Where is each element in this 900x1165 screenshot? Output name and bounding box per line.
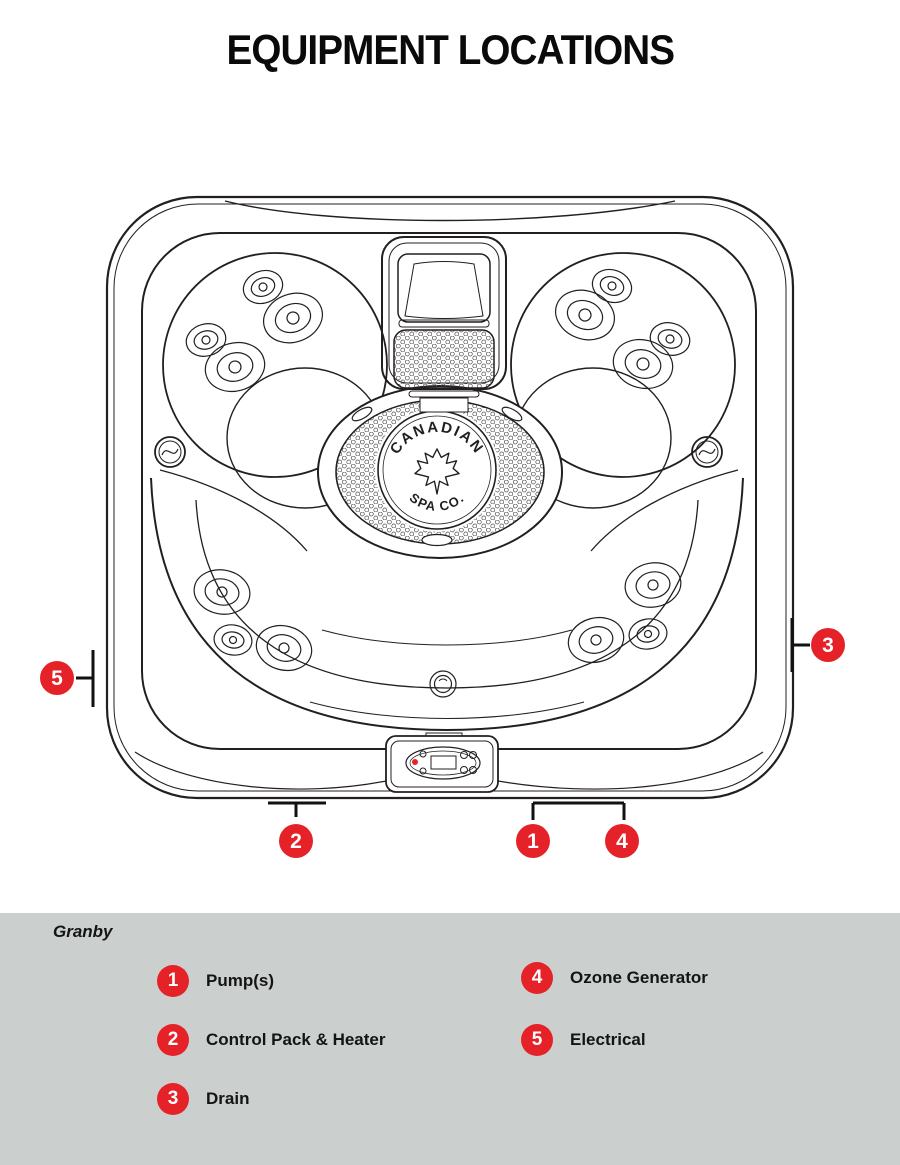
leader-lines: [76, 618, 810, 820]
legend-label-ozone: Ozone Generator: [570, 968, 708, 987]
seat-dividers: [159, 469, 739, 552]
page-title: EQUIPMENT LOCATIONS: [226, 26, 675, 73]
diverter-valve-right-icon: [691, 436, 723, 468]
filter-cover: CANADIAN SPA CO.: [317, 385, 563, 559]
legend-dot-4: 4: [521, 962, 553, 994]
legend-panel: Granby 1 Pump(s) 2 Control Pack & Heater…: [0, 913, 900, 1165]
legend-dot-3: 3: [157, 1083, 189, 1115]
legend-dot-1: 1: [157, 965, 189, 997]
legend-item-ozone: 4 Ozone Generator: [521, 962, 708, 994]
maple-leaf-icon: [414, 448, 460, 495]
legend-item-pumps: 1 Pump(s): [157, 965, 274, 997]
callout-marker-2: 2: [279, 824, 313, 858]
callout-marker-4: 4: [605, 824, 639, 858]
speaker-grille: [393, 329, 495, 389]
hot-tub-top-view: CANADIAN SPA CO.: [76, 195, 810, 820]
equipment-location-diagram: CANADIAN SPA CO.: [40, 195, 845, 858]
callout-marker-5: 5: [40, 661, 74, 695]
bench-outline: [150, 477, 744, 732]
legend-label-electrical: Electrical: [570, 1030, 646, 1049]
power-led: [412, 759, 418, 765]
callout-marker-1: 1: [516, 824, 550, 858]
legend-label-control-pack: Control Pack & Heater: [206, 1030, 386, 1049]
legend-item-electrical: 5 Electrical: [521, 1024, 646, 1056]
jets-right-seat: [555, 268, 691, 390]
diverter-valve-left-icon: [154, 436, 186, 468]
legend-dot-5: 5: [521, 1024, 553, 1056]
page-title-wrap: EQUIPMENT LOCATIONS: [0, 0, 900, 74]
legend-label-drain: Drain: [206, 1089, 250, 1108]
legend-dot-2: 2: [157, 1024, 189, 1056]
drain-fitting: [429, 670, 457, 698]
brand-logo: CANADIAN SPA CO.: [375, 408, 499, 532]
legend-item-drain: 3 Drain: [157, 1083, 249, 1115]
model-name: Granby: [53, 922, 113, 941]
control-display: [397, 253, 491, 323]
auxiliary-control-panel: [385, 732, 499, 793]
legend-item-control-pack: 2 Control Pack & Heater: [157, 1024, 386, 1056]
callout-marker-3: 3: [811, 628, 845, 662]
jets-bench: [193, 562, 682, 672]
topside-control-panel: [381, 236, 507, 413]
jets-left-seat: [185, 269, 323, 393]
legend-label-pumps: Pump(s): [206, 971, 274, 990]
